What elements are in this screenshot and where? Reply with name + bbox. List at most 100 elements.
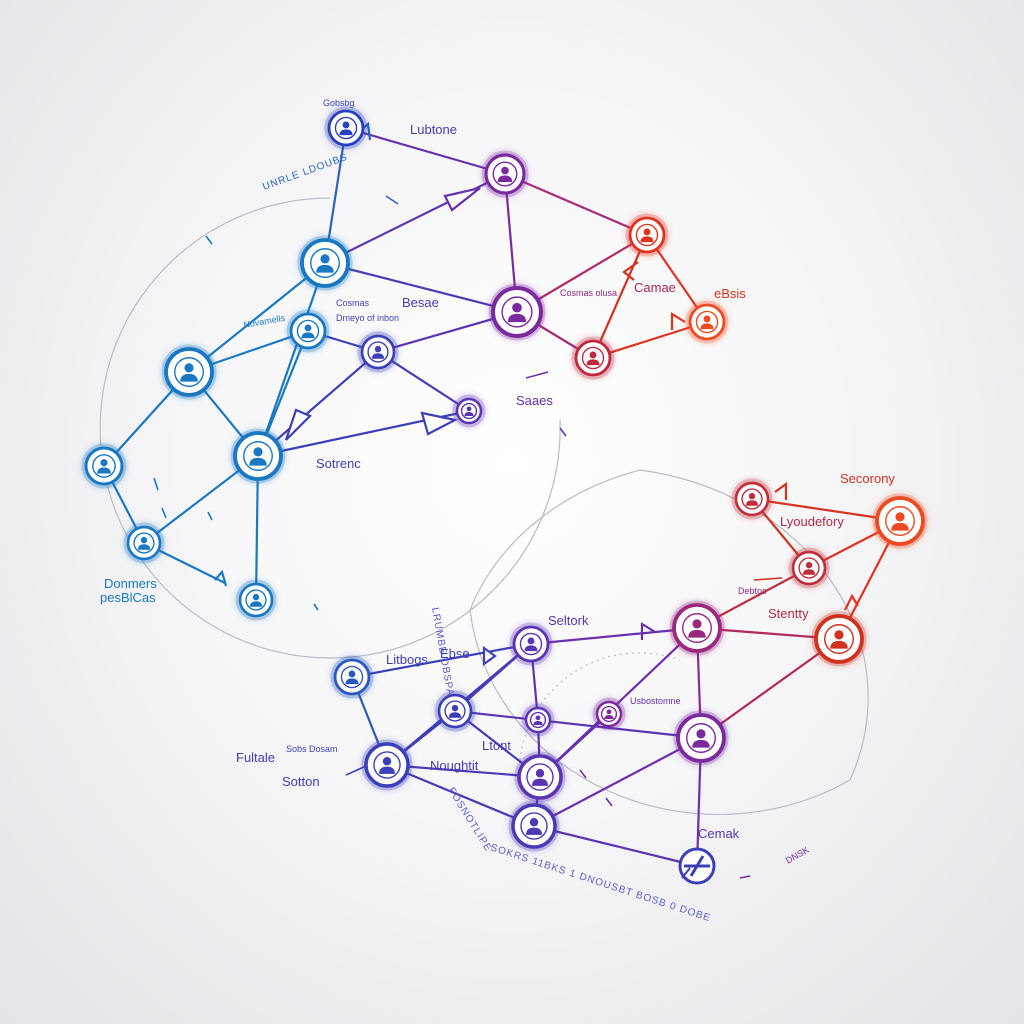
person-node[interactable] [508,800,560,852]
person-node[interactable] [872,493,928,549]
node-glow [685,300,729,344]
label-mid-small-b: Dmeyo of inbon [336,313,399,323]
person-node[interactable] [481,150,529,198]
person-icon-body [586,359,600,366]
person-node[interactable] [571,336,615,380]
person-node[interactable] [509,622,553,666]
arrow-head [774,481,788,500]
node-glow [731,478,773,520]
person-icon [748,492,756,500]
person-icon-body [180,373,198,382]
person-node[interactable] [434,690,476,732]
node-inner-ring [824,624,854,654]
person-node[interactable] [161,344,217,400]
person-node[interactable] [788,547,830,589]
person-node[interactable] [488,283,546,341]
person-icon [589,351,597,359]
person-node[interactable] [297,235,353,291]
blocked-node[interactable] [678,847,716,885]
node-inner-ring [682,613,712,643]
person-icon-body [249,457,267,466]
node-inner-ring [243,441,273,471]
person-icon-body [371,353,385,359]
label-fultale: Fultale [236,750,275,765]
person-icon [805,561,813,569]
person-node[interactable] [123,522,165,564]
arrow-head [420,411,459,436]
arrow-head [670,312,686,330]
person-icon [466,406,472,412]
person-node[interactable] [357,331,399,373]
label-sotrenc: Sotrenc [316,456,361,471]
person-node[interactable] [521,703,555,737]
person-node[interactable] [673,710,729,766]
person-icon [535,769,545,778]
node-glow [811,611,867,667]
person-node[interactable] [731,478,773,520]
person-icon-body [448,712,462,718]
person-node[interactable] [592,697,626,731]
label-peschlc: pesBlCas [100,590,156,605]
node-inner-ring [492,161,518,187]
person-icon-body [533,720,543,726]
label-stenty: Stentty [768,606,809,621]
node-inner-ring [581,346,605,370]
label-noughtit: Noughtit [430,758,479,773]
person-icon [606,709,612,715]
person-node[interactable] [514,751,566,803]
label-bottom-arc: SOKRS 11BKS 1 DNOUSBT BOSB 0 DOBE [489,842,712,924]
person-node[interactable] [685,300,729,344]
person-node[interactable] [361,739,413,791]
person-icon [535,715,541,721]
node-glow [625,213,669,257]
node-glow [81,443,127,489]
node-inner-ring [885,506,915,536]
label-cosmas-purple: Cosmas olusa [560,288,617,298]
person-icon [304,324,312,332]
node-glow [571,336,615,380]
person-icon-body [464,411,474,417]
person-icon [643,228,651,236]
person-node[interactable] [235,579,277,621]
node-inner-ring [174,357,204,387]
node-glow [324,106,368,150]
node-glow [509,622,553,666]
person-icon-body [532,778,548,786]
label-lyoudery: Lyoudefory [780,514,844,529]
person-node[interactable] [330,655,374,699]
label-cemak: Cemak [698,826,740,841]
label-besae: Besae [402,295,439,310]
person-icon-body [604,714,614,720]
person-node[interactable] [669,600,725,656]
person-icon [696,729,706,739]
person-icon [100,459,108,467]
label-ltont: Ltont [482,738,511,753]
node-glow [235,579,277,621]
node-inner-ring [367,341,389,363]
arrow-head [844,593,859,611]
label-mid-small-a: Cosmas [336,298,370,308]
person-icon [320,254,330,264]
person-node[interactable] [625,213,669,257]
person-icon [140,536,148,544]
arrow-head [640,622,656,640]
person-node[interactable] [324,106,368,150]
person-node[interactable] [811,611,867,667]
person-node[interactable] [230,428,286,484]
node-inner-ring [741,488,763,510]
label-ebsis: eBsis [714,286,746,301]
person-icon-body [301,332,315,339]
person-icon-body [249,601,263,607]
person-node[interactable] [81,443,127,489]
person-node[interactable] [452,394,486,428]
person-icon-body [97,467,111,474]
label-bottom-right-small: DNSK [784,845,811,866]
node-glow [230,428,286,484]
node-glow [357,331,399,373]
person-icon-body [497,175,513,182]
node-inner-ring [460,402,478,420]
node-inner-ring [310,248,340,278]
person-node[interactable] [286,309,330,353]
label-sotton-tag: Sobs Dosam [286,744,338,754]
person-icon-body [830,640,848,649]
